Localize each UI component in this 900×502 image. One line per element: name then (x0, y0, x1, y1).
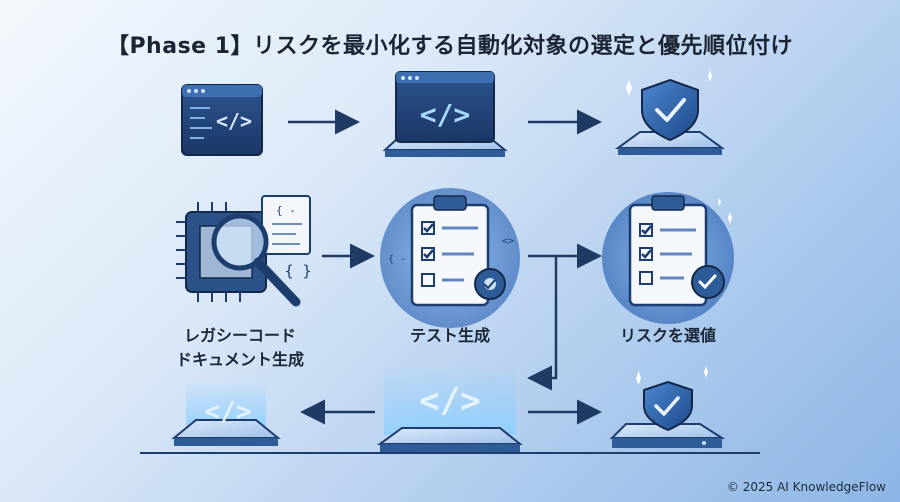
braces-small-text: { - (388, 254, 406, 265)
legacy-code-label: レガシーコード ドキュメント生成 (150, 324, 330, 372)
risk-selection-label: リスクを選値 (619, 326, 716, 345)
legacy-code-label-line1: レガシーコード (183, 326, 296, 345)
arrow-down-left (527, 256, 558, 391)
shield-check-icon (614, 70, 726, 155)
test-generation-label: テスト生成 (409, 326, 490, 345)
code-tag-text: </> (205, 397, 252, 427)
glowing-code-platform-icon: </> (376, 365, 523, 452)
code-tag-text: </> (216, 109, 252, 133)
chip-magnifier-icon: { - { } (176, 195, 312, 307)
code-tag-text: </> (419, 381, 480, 421)
checklist-check-icon (602, 192, 734, 324)
braces-text: { } (284, 262, 311, 280)
page-title: 【Phase 1】リスクを最小化する自動化対象の選定と優先順位付け (106, 34, 794, 59)
code-tag-text: </> (420, 98, 471, 131)
glowing-code-platform-icon: </> (171, 380, 281, 446)
copyright-text: © 2025 AI KnowledgeFlow (726, 480, 886, 494)
checklist-gear-icon: { - <> (380, 188, 520, 328)
code-window-icon: </> (181, 84, 263, 156)
shield-server-icon (609, 366, 726, 448)
braces-small-text: { - (276, 204, 296, 217)
legacy-code-label-line2: ドキュメント生成 (175, 350, 304, 369)
code-screen-platform-icon: </> (382, 71, 508, 157)
angle-small-text: <> (502, 236, 514, 247)
